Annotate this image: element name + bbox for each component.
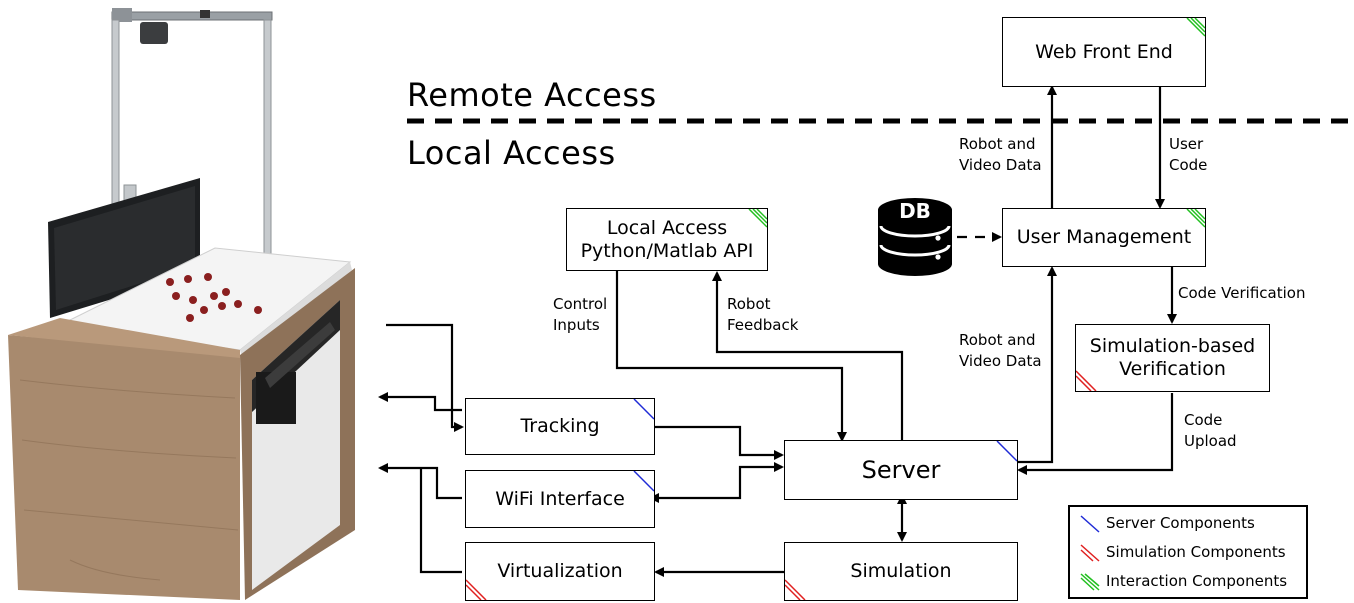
control-inputs-label: Control Inputs — [553, 295, 608, 334]
legend-swatch-simulation — [1080, 544, 1100, 562]
user-management-label: User Management — [1016, 226, 1192, 249]
testbed-photo — [8, 8, 355, 600]
web-front-end-box: Web Front End — [1002, 17, 1206, 87]
wifi-interface-box: WiFi Interface — [465, 470, 655, 528]
local-api-box: Local Access Python/Matlab API — [566, 208, 768, 271]
server-label: Server — [861, 455, 941, 484]
virtualization-label: Virtualization — [497, 560, 623, 583]
web-front-end-label: Web Front End — [1035, 40, 1173, 63]
legend-label-interaction: Interaction Components — [1106, 572, 1288, 590]
user-management-box: User Management — [1002, 208, 1206, 267]
simulation-label: Simulation — [850, 560, 952, 583]
server-component-marker — [633, 471, 654, 492]
legend-swatch-server — [1080, 515, 1100, 533]
code-upload-label: Code Upload — [1184, 411, 1237, 450]
legend-item-interaction: Interaction Components — [1080, 571, 1304, 593]
database-label: DB — [899, 199, 931, 223]
database-icon: DB — [878, 198, 952, 276]
legend: Server Components Simulation Components … — [1068, 505, 1308, 599]
user-code-label: User Code — [1169, 135, 1208, 174]
server-component-marker — [996, 441, 1017, 462]
simulation-component-marker — [1076, 370, 1097, 391]
simulation-component-marker — [785, 579, 806, 600]
tracking-label: Tracking — [520, 415, 600, 438]
virtualization-box: Virtualization — [465, 542, 655, 601]
legend-label-simulation: Simulation Components — [1106, 543, 1286, 561]
simulation-box: Simulation — [784, 542, 1018, 601]
interaction-component-marker — [1186, 209, 1205, 228]
legend-swatch-interaction — [1080, 573, 1100, 591]
robot-video-data-top-label: Robot and Video Data — [959, 135, 1042, 174]
simulation-component-marker — [466, 579, 487, 600]
server-box: Server — [784, 440, 1018, 500]
code-verification-label: Code Verification — [1178, 284, 1306, 302]
legend-item-server: Server Components — [1080, 513, 1304, 535]
sim-verification-label: Simulation-based Verification — [1089, 335, 1256, 380]
local-api-label: Local Access Python/Matlab API — [580, 216, 754, 262]
interaction-component-marker — [1186, 18, 1205, 37]
remote-access-label: Remote Access — [407, 76, 657, 114]
wifi-interface-label: WiFi Interface — [495, 487, 625, 510]
legend-label-server: Server Components — [1106, 514, 1255, 532]
legend-item-simulation: Simulation Components — [1080, 542, 1304, 564]
robot-feedback-label: Robot Feedback — [727, 295, 799, 334]
interaction-component-marker — [748, 209, 767, 228]
local-access-label: Local Access — [407, 134, 616, 172]
server-component-marker — [633, 399, 654, 420]
tracking-box: Tracking — [465, 398, 655, 455]
robot-video-data-bottom-label: Robot and Video Data — [959, 331, 1042, 370]
sim-verification-box: Simulation-based Verification — [1075, 324, 1270, 392]
